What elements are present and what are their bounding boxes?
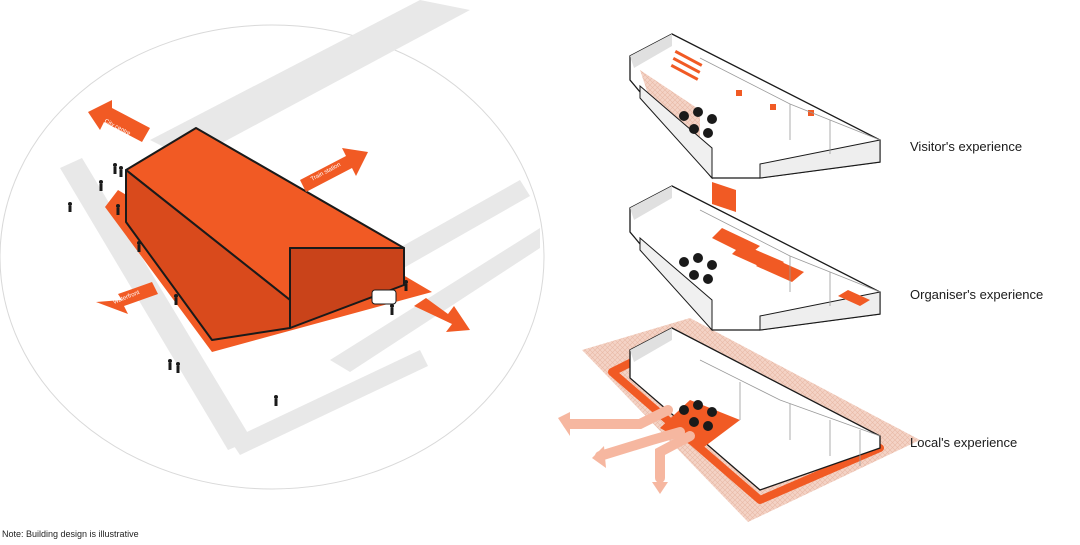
label-local-experience: Local's experience [910,435,1018,450]
tree-icon [707,407,717,417]
street-southeast [330,228,540,372]
organiser-front [759,291,881,331]
person-icon [404,280,408,291]
street-north [150,0,470,160]
building-block [125,127,405,341]
visitor-side [639,84,713,180]
arrow-waterfront: Waterfront [96,282,158,314]
person-icon [116,204,120,215]
building-plinth [105,190,432,352]
floor-organiser [629,185,881,332]
tree-icon [679,405,689,415]
flow-arrowhead [652,482,668,494]
person-icon [176,362,180,373]
tree-icon [693,400,703,410]
building-west-facade [125,169,291,341]
local-flow-arrows [563,405,695,483]
visitor-seating [670,50,814,116]
street-south [230,350,428,455]
tree-icon [707,260,717,270]
organiser-side [639,236,713,332]
person-icon [68,202,72,212]
label-organiser-experience: Organiser's experience [910,287,1044,302]
person-icon [119,166,123,177]
organiser-partitions [699,209,881,306]
flow-arrowhead [558,412,570,436]
organiser-wall [630,186,672,220]
tree-cluster [679,253,717,284]
tree-icon [689,417,699,427]
tree-cluster [679,400,717,431]
person-icon [113,163,117,174]
person-icon [174,294,178,305]
stair-core-top [712,182,736,206]
organiser-rooms [712,228,870,306]
visitor-wall [630,34,672,68]
floor-visitor [629,33,881,206]
tree-icon [703,274,713,284]
street-west [60,158,252,450]
person-icon [274,395,278,406]
tree-icon [693,253,703,263]
person-icon [168,359,172,370]
building-south-facade [289,247,405,329]
label-visitor-experience: Visitor's experience [910,139,1023,154]
arrow-southeast [414,298,470,332]
floor-local [558,318,920,522]
visitor-front [759,139,881,179]
tree-icon [679,111,689,121]
tree-icon [703,421,713,431]
illustrative-note: Note: Building design is illustrative [2,529,139,539]
person-icon [390,304,394,315]
site-massing-diagram: City centre Train station Waterfront [0,0,545,490]
local-wall [630,328,672,362]
person-icon [137,241,141,252]
tree-icon [689,270,699,280]
people-figures [68,163,408,406]
vehicle-icon [371,289,397,305]
local-rooms [699,359,881,466]
person-icon [99,180,103,191]
visitor-partitions [699,57,881,154]
tree-icon [703,128,713,138]
tree-icon [689,124,699,134]
tree-icon [707,114,717,124]
flow-arrowhead [592,446,606,468]
tree-cluster [679,107,717,138]
tree-icon [679,257,689,267]
tree-icon [693,107,703,117]
